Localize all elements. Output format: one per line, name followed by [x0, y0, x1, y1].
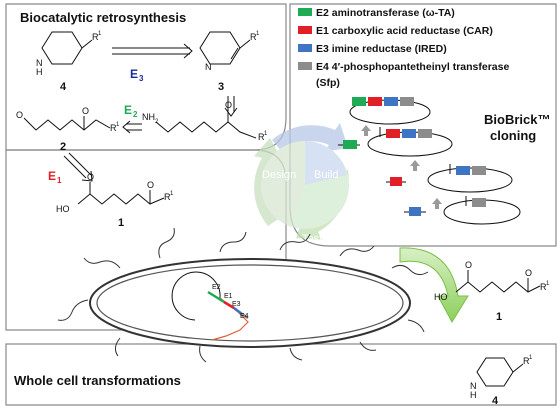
legend-e1: E1 carboxylic acid reductase (CAR): [316, 25, 493, 37]
retro-arrow-e2: [122, 120, 142, 134]
product-4-n: N: [470, 381, 477, 391]
dbt-cycle: [254, 123, 349, 240]
legend-swatch-e2: [298, 8, 312, 16]
amino-r: R: [258, 132, 265, 142]
compound-1-structure: [77, 182, 165, 205]
amino-nh2-sub: 2: [155, 119, 159, 125]
compound-3-label: 3: [218, 81, 224, 93]
plasmid-full: [349, 97, 431, 125]
compound-2-r: R: [110, 123, 117, 133]
retro-arrow-down: [224, 96, 238, 117]
legend-swatch-e4: [298, 62, 312, 70]
enzyme-e2-label: E: [124, 103, 132, 117]
product-1-o2: O: [525, 268, 532, 278]
transformation-arrow: [399, 247, 469, 324]
product-1-o1: O: [465, 260, 472, 270]
cell-gene-e1: E1: [224, 293, 233, 300]
compound-2-o1: O: [16, 110, 23, 120]
compound-4-h: H: [36, 67, 43, 77]
product-4-label: 4: [492, 395, 499, 407]
enzyme-e3-sub: 3: [139, 74, 144, 83]
compound-2-label: 2: [60, 141, 66, 153]
cell-gene-e3: E3: [232, 301, 241, 308]
enzyme-legend: E2 aminotransferase (ω-TA) E1 carboxylic…: [298, 7, 509, 89]
compound-1-o2: O: [147, 180, 154, 190]
cycle-test-label: Test: [302, 233, 322, 245]
compound-3-n: N: [205, 62, 212, 72]
cycle-build-sector: [305, 141, 347, 185]
legend-e4-sfp: (Sfp): [316, 77, 340, 89]
retro-arrow-e3: [112, 43, 193, 59]
whole-cell-title: Whole cell transformations: [14, 373, 181, 388]
compound-3-r: R: [250, 32, 257, 42]
cycle-build-label: Build: [314, 169, 338, 181]
design-panel-frame: [5, 3, 287, 151]
compound-3-structure: [199, 31, 251, 65]
cell-flagella: [57, 227, 429, 363]
plasmid-e1-e3-e4: [367, 127, 453, 157]
amino-r-sup: 1: [264, 131, 268, 137]
compound-1-r: R: [164, 192, 171, 202]
legend-swatch-e1: [298, 26, 312, 34]
enzyme-e3-label: E: [130, 67, 138, 81]
biobrick-label: BioBrick™: [484, 112, 550, 127]
legend-e4: E4 4′-phosphopantetheinyl transferase: [316, 61, 509, 73]
enzyme-e1-sub: 1: [57, 176, 62, 185]
amino-ketone-structure: [155, 110, 257, 139]
cloning-arrows: [361, 125, 442, 209]
test-panel-frame: [5, 343, 557, 406]
legend-swatch-e3: [298, 44, 312, 52]
product-4-r-sup: 1: [529, 355, 533, 361]
product-1-ho: HO: [434, 292, 448, 302]
compound-1-ho: HO: [56, 204, 70, 214]
cell-body: [89, 258, 411, 348]
cell-gene-e2: E2: [212, 284, 221, 291]
compound-2-o2: O: [82, 106, 89, 116]
compound-1-o1: O: [87, 172, 94, 182]
legend-e2: E2 aminotransferase (ω-TA): [316, 7, 455, 19]
enzyme-e2-sub: 2: [133, 110, 138, 119]
compound-4-r-sup: 1: [98, 31, 102, 37]
insert-e3: [404, 207, 426, 216]
product-4-r: R: [523, 356, 530, 366]
legend-e3: E3 imine reductase (IRED): [316, 43, 447, 55]
plasmid-e4: [443, 196, 521, 225]
compound-1-label: 1: [118, 217, 124, 229]
compound-3-r-sup: 1: [256, 31, 260, 37]
compound-2-r-sup: 1: [116, 122, 120, 128]
product-compound-1-structure: [455, 270, 541, 293]
cycle-test-sector: [290, 175, 348, 229]
product-compound-4-structure: [476, 357, 524, 387]
product-4-h: H: [470, 390, 477, 400]
insert-e2: [338, 140, 360, 149]
compound-1-r-sup: 1: [170, 191, 174, 197]
product-1-r-sup: 1: [546, 281, 550, 287]
insert-e1: [386, 177, 406, 186]
compound-4-structure: [41, 31, 93, 65]
retrosynthesis-title: Biocatalytic retrosynthesis: [20, 10, 186, 25]
amino-nh2: NH: [142, 112, 155, 122]
compound-4-label: 4: [60, 81, 67, 93]
cycle-design-label: Design: [262, 169, 296, 181]
product-1-label: 1: [496, 311, 502, 323]
cell-plasmid: [171, 271, 249, 341]
product-1-r: R: [540, 282, 547, 292]
compound-4-nh: N: [36, 58, 43, 68]
plasmid-e3-e4: [427, 164, 513, 193]
cloning-label: cloning: [490, 128, 536, 143]
compound-4-r: R: [92, 32, 99, 42]
compound-2-structure: [23, 116, 111, 131]
amino-o: O: [225, 100, 232, 110]
enzyme-e1-label: E: [48, 169, 56, 183]
cell-gene-e4: E4: [240, 313, 249, 320]
retro-arrow-e1: [63, 152, 93, 182]
